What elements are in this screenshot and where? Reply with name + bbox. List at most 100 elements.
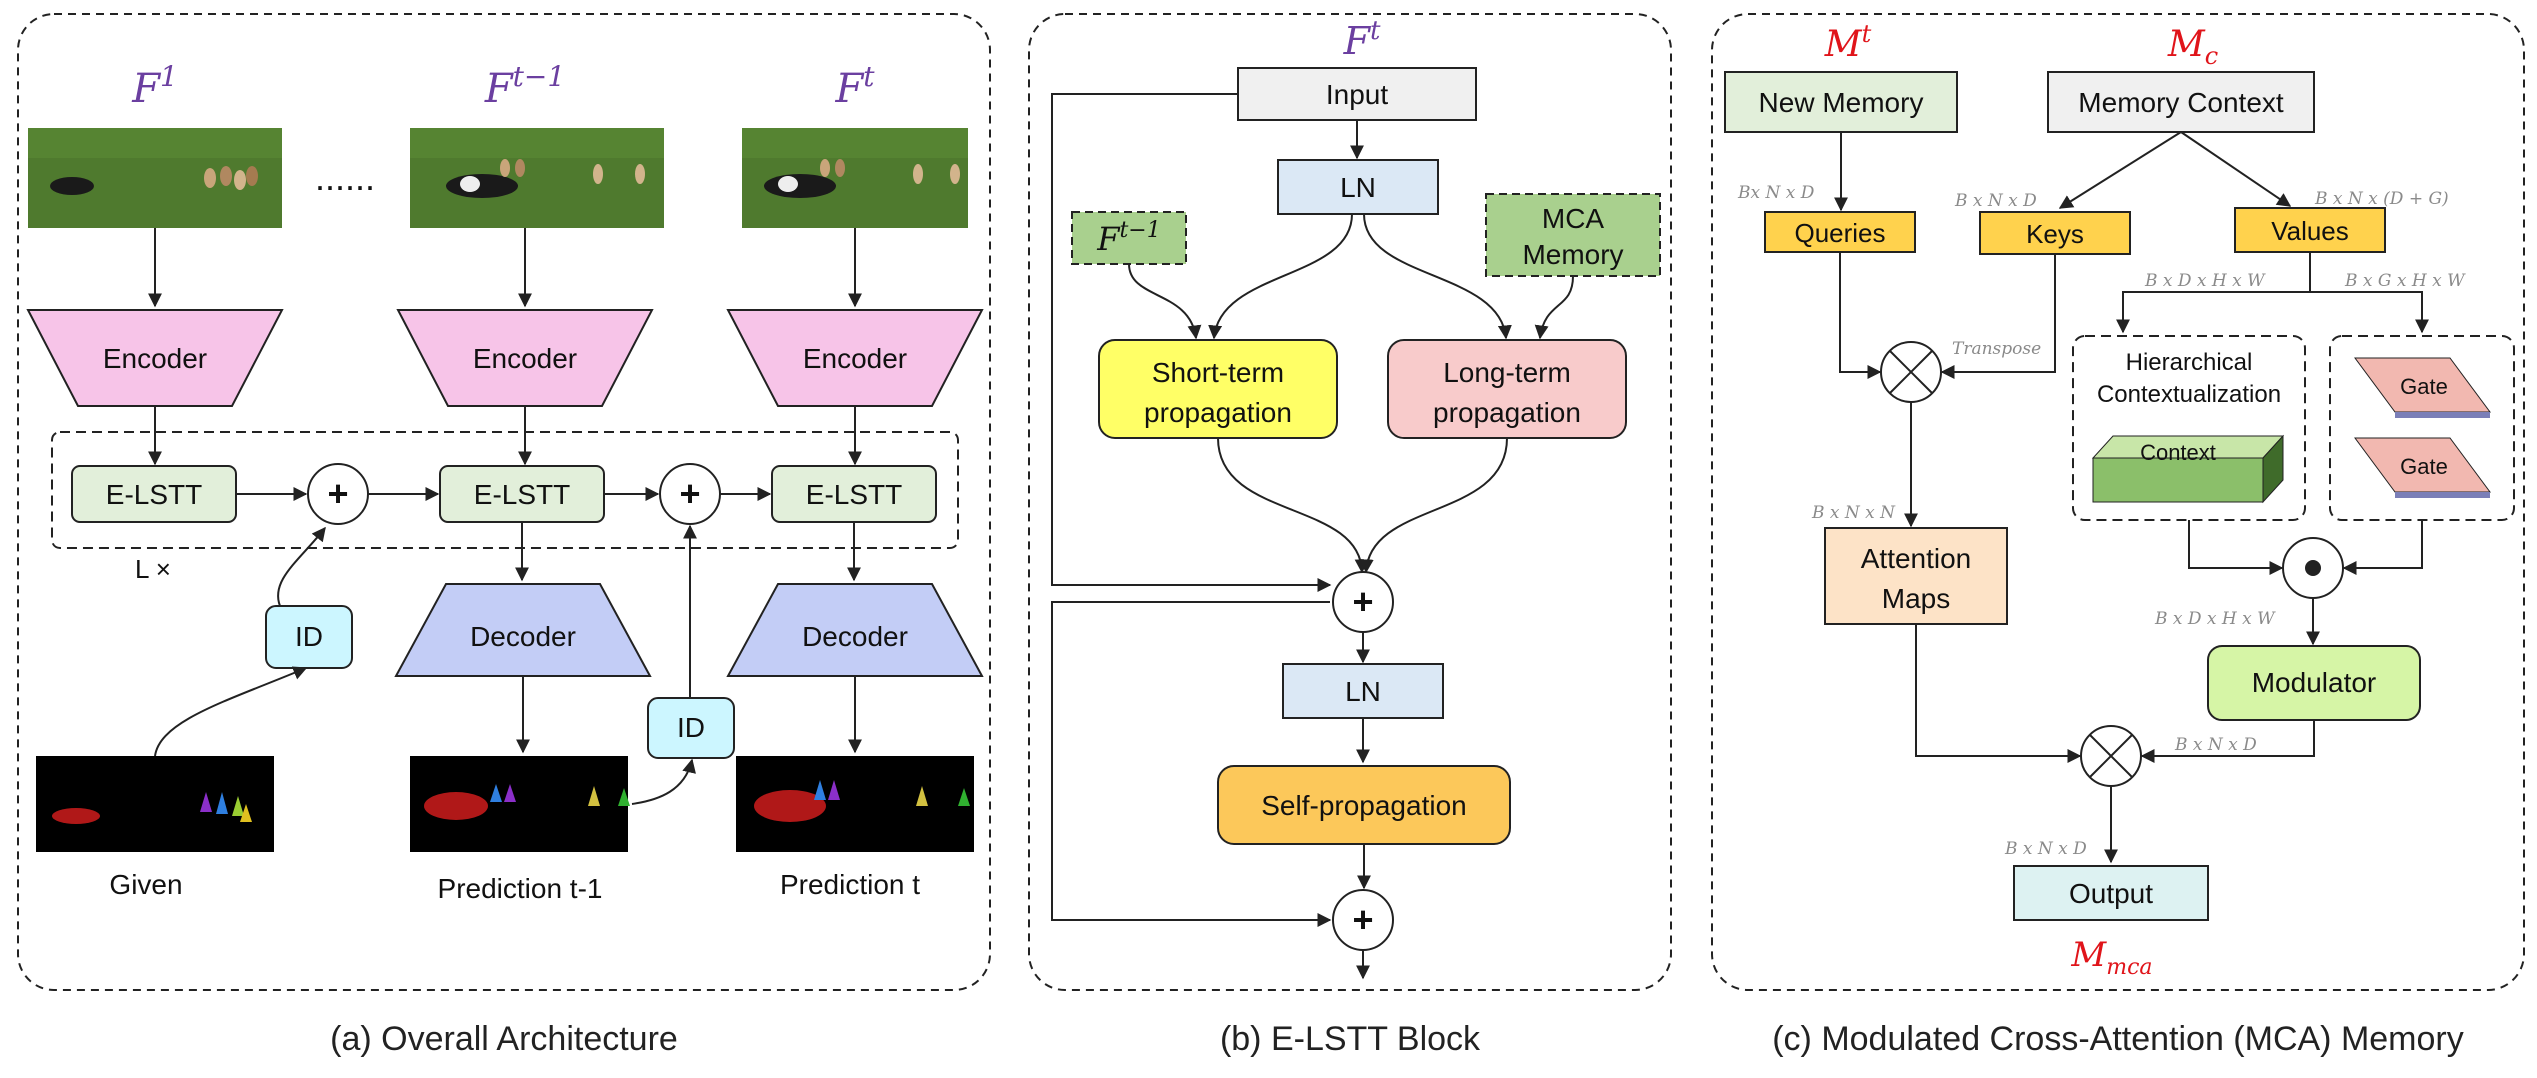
hierarchical-contextualization: Hierarchical Contextualization Context [2072, 335, 2306, 521]
dim-gate-in: B x G x H x W [2344, 271, 2466, 291]
video-frame-t [742, 128, 968, 228]
svg-text:propagation: propagation [1144, 397, 1292, 428]
matmul-node-2 [2080, 725, 2142, 787]
gate-2: Gate [2354, 437, 2491, 498]
svg-text:New Memory: New Memory [1759, 87, 1924, 118]
svg-text:Encoder: Encoder [803, 343, 907, 374]
residual-add-1: + [1332, 571, 1394, 633]
svg-text:Values: Values [2271, 216, 2349, 246]
decoder-t-1: Decoder [394, 583, 652, 677]
keys-box: Keys [1979, 211, 2131, 255]
svg-text:propagation: propagation [1433, 397, 1581, 428]
mca-memory-input: MCA Memory [1485, 193, 1661, 277]
svg-text:Output: Output [2069, 878, 2153, 909]
dim-output-in: B x N x D [2004, 839, 2087, 859]
svg-text:Contextualization: Contextualization [2097, 381, 2281, 408]
dim-context-in: B x D x H x W [2144, 271, 2266, 291]
short-term-propagation: Short-term propagation [1098, 339, 1338, 439]
svg-text:Encoder: Encoder [103, 343, 207, 374]
mask-prediction-t-1 [410, 756, 630, 852]
mask-label-prediction-t-1: Prediction t-1 [438, 873, 603, 904]
video-frame-t-1 [410, 128, 664, 228]
svg-text:+: + [1352, 581, 1373, 622]
matmul-node-1 [1880, 341, 1942, 403]
svg-text:Hierarchical: Hierarchical [2126, 349, 2253, 376]
panel-b-border [1028, 13, 1672, 991]
svg-text:Encoder: Encoder [473, 343, 577, 374]
block-input-symbol: Ft [1343, 16, 1381, 63]
id-embedding-1: ID [265, 605, 353, 669]
mask-label-given: Given [109, 869, 182, 900]
svg-text:E-LSTT: E-LSTT [106, 479, 202, 510]
panel-c-border [1711, 13, 2525, 991]
frame-symbol-ft: Ft [834, 60, 875, 112]
prev-frame-feature: Ft−1 [1071, 211, 1187, 265]
layer-norm-2: LN [1282, 663, 1444, 719]
layer-count-label: L × [135, 554, 171, 584]
memory-context-symbol: Mc [2167, 24, 2218, 70]
caption-mca-memory: (c) Modulated Cross-Attention (MCA) Memo… [1772, 1020, 2464, 1058]
svg-text:Attention: Attention [1861, 543, 1972, 574]
mask-label-prediction-t: Prediction t [780, 869, 920, 900]
elementwise-mult-node [2282, 537, 2344, 599]
context-block: Context [2091, 434, 2285, 504]
frame-symbol-f1: F1 [131, 60, 178, 112]
svg-text:Decoder: Decoder [802, 621, 908, 652]
svg-text:Input: Input [1326, 79, 1388, 110]
panel-a-border [17, 13, 991, 991]
long-term-propagation: Long-term propagation [1387, 339, 1627, 439]
svg-text:Gate: Gate [2400, 374, 2448, 399]
caption-elstt-block: (b) E-LSTT Block [1220, 1020, 1481, 1058]
add-node-2: + [659, 463, 721, 525]
layer-stack-region [51, 431, 959, 549]
residual-add-2: + [1332, 889, 1394, 951]
dim-values-in: B x N x (D + G) [2314, 189, 2449, 209]
svg-text:Maps: Maps [1882, 583, 1950, 614]
input-box: Input [1237, 67, 1477, 121]
svg-text:+: + [327, 473, 348, 514]
svg-text:Memory Context: Memory Context [2078, 87, 2284, 118]
svg-text:Keys: Keys [2026, 219, 2084, 249]
svg-text:Context: Context [2140, 440, 2216, 465]
svg-text:Long-term: Long-term [1443, 357, 1571, 388]
svg-text:Short-term: Short-term [1152, 357, 1284, 388]
queries-box: Queries [1764, 211, 1916, 253]
svg-text:Modulator: Modulator [2252, 667, 2377, 698]
new-memory-symbol: Mt [1824, 20, 1872, 65]
encoder-t: Encoder [726, 309, 984, 407]
svg-text:Ft−1: Ft−1 [1096, 218, 1160, 258]
elstt-block-t-1: E-LSTT [439, 465, 605, 523]
attention-maps-box: Attention Maps [1824, 527, 2008, 625]
new-memory-box: New Memory [1724, 71, 1958, 133]
dim-keys-in: B x N x D [1954, 191, 2037, 211]
mca-output-symbol: Mmca [2070, 935, 2152, 980]
dim-queries-in: Bx N x D [1737, 183, 1815, 203]
transpose-label: Transpose [1952, 339, 2041, 359]
encoder-t-1: Encoder [396, 309, 654, 407]
layer-norm-1: LN [1277, 159, 1439, 215]
output-box: Output [2013, 865, 2209, 921]
svg-text:LN: LN [1340, 172, 1376, 203]
svg-text:E-LSTT: E-LSTT [806, 479, 902, 510]
decoder-t: Decoder [726, 583, 984, 677]
svg-text:+: + [679, 473, 700, 514]
memory-context-box: Memory Context [2047, 71, 2315, 133]
panel-overall-architecture: F1 Ft−1 Ft ...... Encod [17, 13, 991, 991]
panel-mca-memory: Mt Mc New Memory Memory Context Bx N x D… [1711, 13, 2525, 991]
svg-text:MCA: MCA [1542, 203, 1605, 234]
encoder-1: Encoder [26, 309, 284, 407]
dim-modulator-in: B x D x H x W [2154, 609, 2276, 629]
svg-text:LN: LN [1345, 676, 1381, 707]
svg-text:E-LSTT: E-LSTT [474, 479, 570, 510]
modulator-box: Modulator [2207, 645, 2421, 721]
dim-attn-in: B x N x N [1811, 503, 1896, 523]
dim-modulator-out: B x N x D [2174, 735, 2257, 755]
svg-text:Queries: Queries [1794, 218, 1885, 248]
svg-text:ID: ID [295, 621, 323, 652]
video-frame-1 [28, 128, 282, 228]
gate-region: Gate Gate [2329, 335, 2515, 521]
svg-text:ID: ID [677, 712, 705, 743]
self-propagation: Self-propagation [1217, 765, 1511, 845]
elstt-block-t: E-LSTT [771, 465, 937, 523]
